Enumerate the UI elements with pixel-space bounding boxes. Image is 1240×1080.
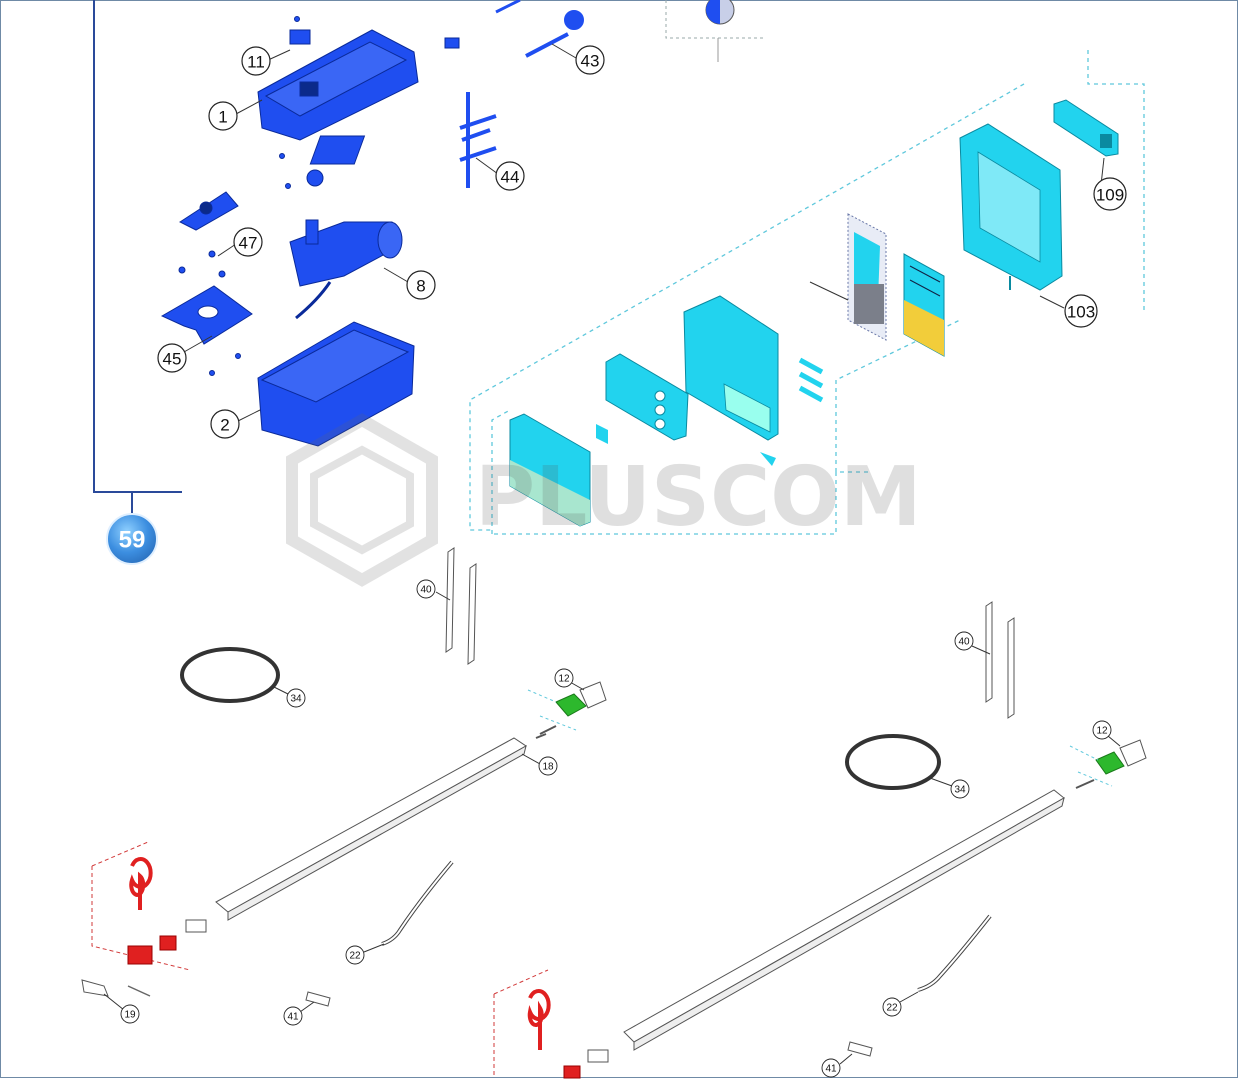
callout-47[interactable]: 47 — [233, 227, 263, 257]
curved-arm-right[interactable] — [917, 914, 992, 992]
callout-43[interactable]: 43 — [575, 45, 605, 75]
red-components-left[interactable] — [81, 841, 207, 997]
svg-text:19: 19 — [124, 1010, 136, 1021]
callout-34-left[interactable]: 34 — [286, 688, 306, 708]
svg-text:2: 2 — [220, 416, 229, 435]
svg-text:34: 34 — [290, 694, 302, 705]
callout-18[interactable]: 18 — [538, 756, 558, 776]
callout-11[interactable]: 11 — [241, 46, 271, 76]
rail-right[interactable] — [623, 789, 1065, 1051]
svg-text:11: 11 — [247, 53, 265, 72]
callout-1[interactable]: 1 — [208, 101, 238, 131]
vertical-brackets-right[interactable] — [985, 601, 1015, 719]
svg-text:34: 34 — [954, 785, 966, 796]
callout-19[interactable]: 19 — [120, 1004, 140, 1024]
wire-harness-part[interactable] — [459, 92, 497, 188]
end-bracket-left[interactable] — [527, 681, 607, 739]
red-components-right[interactable] — [493, 969, 609, 1079]
callout-40-right[interactable]: 40 — [954, 631, 974, 651]
svg-text:41: 41 — [825, 1064, 837, 1075]
svg-text:109: 109 — [1096, 186, 1124, 205]
svg-text:41: 41 — [287, 1012, 299, 1023]
callout-45[interactable]: 45 — [157, 343, 187, 373]
callout-22-right[interactable]: 22 — [882, 997, 902, 1017]
watermark: PLUSCOM — [286, 413, 922, 587]
cover-housing-part[interactable] — [257, 321, 415, 447]
svg-text:43: 43 — [581, 52, 600, 71]
watermark-text: PLUSCOM — [475, 450, 922, 545]
svg-text:12: 12 — [558, 674, 570, 685]
svg-text:44: 44 — [501, 168, 520, 187]
callout-2[interactable]: 2 — [210, 409, 240, 439]
callout-103[interactable]: 103 — [1064, 294, 1098, 328]
svg-text:18: 18 — [542, 762, 554, 773]
leader-lines — [103, 43, 1121, 1065]
svg-text:40: 40 — [958, 637, 970, 648]
callout-40-left[interactable]: 40 — [416, 579, 436, 599]
small-bracket-right[interactable] — [847, 1041, 873, 1057]
assembly-bracket — [93, 0, 182, 515]
callout-22-left[interactable]: 22 — [345, 945, 365, 965]
callout-34-right[interactable]: 34 — [950, 779, 970, 799]
front-cover-part[interactable] — [509, 413, 776, 527]
svg-text:103: 103 — [1067, 303, 1095, 322]
callout-8[interactable]: 8 — [406, 270, 436, 300]
assembly-badge[interactable]: 59 — [106, 513, 158, 565]
callout-44[interactable]: 44 — [495, 161, 525, 191]
top-fragment — [495, 0, 766, 62]
callout-41-left[interactable]: 41 — [283, 1006, 303, 1026]
vertical-brackets-left[interactable] — [445, 547, 477, 665]
small-bracket-left[interactable] — [305, 991, 331, 1007]
svg-text:22: 22 — [886, 1003, 898, 1014]
svg-text:22: 22 — [349, 951, 361, 962]
keypad-panel-part[interactable] — [605, 353, 689, 441]
callout-109[interactable]: 109 — [1093, 177, 1127, 211]
control-unit-group-outline — [469, 50, 1145, 535]
curved-arm-left[interactable] — [381, 860, 454, 946]
callout-12-right[interactable]: 12 — [1092, 720, 1112, 740]
motor-part[interactable] — [289, 219, 403, 320]
antenna-part[interactable] — [525, 10, 584, 58]
gear-housing-part[interactable] — [257, 16, 460, 189]
svg-text:40: 40 — [420, 585, 432, 596]
svg-text:45: 45 — [163, 350, 182, 369]
badge-label: 59 — [119, 527, 146, 554]
label-tag-part[interactable] — [1053, 99, 1119, 157]
bracket-part[interactable] — [178, 191, 239, 278]
svg-text:8: 8 — [416, 277, 425, 296]
belt-loop-right[interactable] — [845, 734, 941, 790]
callout-41-right[interactable]: 41 — [821, 1058, 841, 1078]
svg-text:12: 12 — [1096, 726, 1108, 737]
belt-loop-left[interactable] — [180, 647, 280, 703]
end-bracket-right[interactable] — [1069, 739, 1147, 789]
circuit-board-part[interactable] — [847, 213, 945, 357]
rail-left[interactable] — [215, 737, 527, 921]
mounting-plate-part[interactable] — [160, 285, 253, 376]
svg-text:1: 1 — [218, 108, 227, 127]
callout-12-left[interactable]: 12 — [554, 668, 574, 688]
control-box-rear[interactable] — [959, 123, 1063, 291]
control-box-front[interactable] — [683, 295, 824, 441]
svg-text:47: 47 — [239, 234, 258, 253]
